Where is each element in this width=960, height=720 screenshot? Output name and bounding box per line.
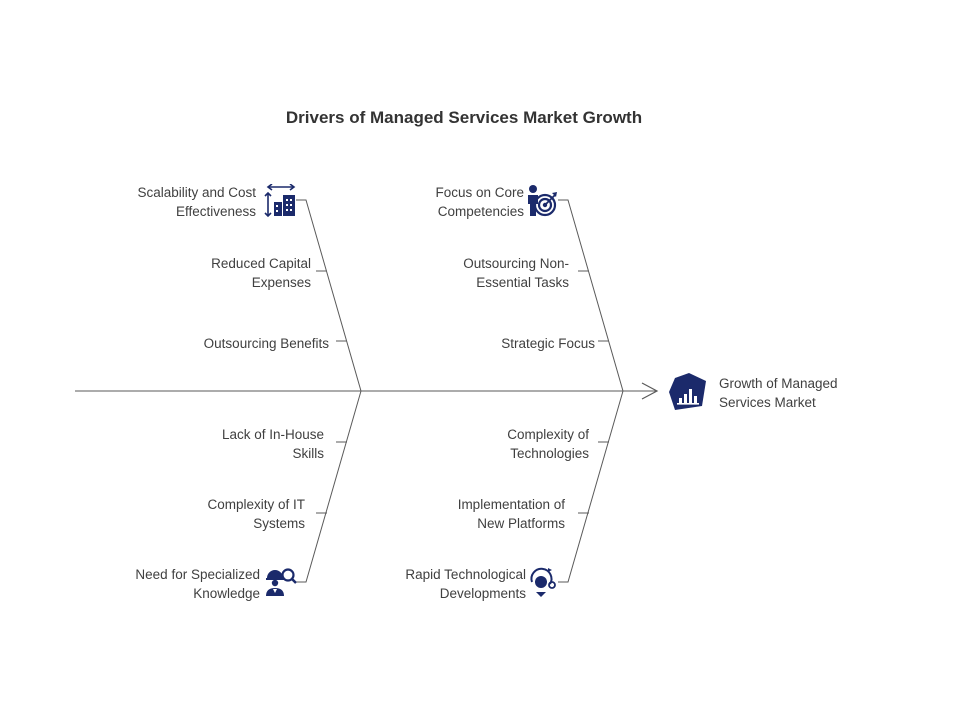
bone-bottom-left [296,390,362,583]
label-complexity-technologies: Complexity of Technologies [507,427,589,461]
label-complexity-it: Complexity of IT Systems [207,497,305,531]
label-lack-skills: Lack of In-House Skills [221,427,324,461]
label-implementation: Implementation of New Platforms [457,497,565,531]
label-outsourcing-non-essential: Outsourcing Non- Essential Tasks [463,256,569,290]
label-core-competencies: Focus on Core Competencies [435,185,524,219]
innovation-bulb-icon [530,567,556,597]
bone-top-right [558,199,624,392]
label-scalability: Scalability and Cost Effectiveness [137,185,256,219]
expert-search-icon [266,568,297,596]
effect-label: Growth of Managed Services Market [719,376,838,410]
label-outsourcing-benefits: Outsourcing Benefits [203,336,329,351]
label-strategic-focus: Strategic Focus [501,336,595,351]
bone-bottom-right [558,390,624,583]
label-specialized-knowledge: Need for Specialized Knowledge [135,567,260,601]
label-rapid-developments: Rapid Technological Developments [405,567,526,601]
chart-badge-icon [669,373,706,410]
diagram-title: Drivers of Managed Services Market Growt… [285,108,643,127]
scalability-building-icon [264,184,296,218]
spine-arrowhead [641,382,659,400]
bone-top-left [296,199,362,392]
target-person-icon [528,185,557,217]
label-reduced-capital: Reduced Capital Expenses [211,256,311,290]
